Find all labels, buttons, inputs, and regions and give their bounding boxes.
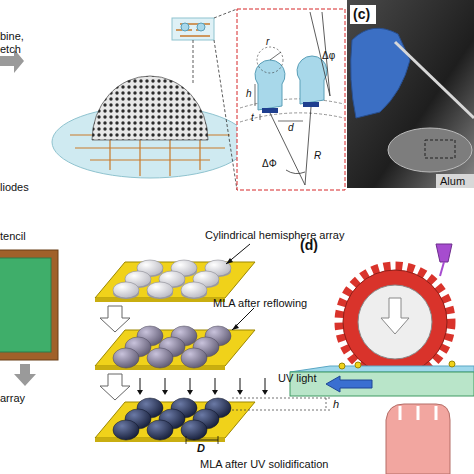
lens bbox=[147, 348, 173, 368]
figure-label: r bbox=[266, 36, 269, 47]
lift-arrows bbox=[400, 406, 436, 420]
motion-arrow bbox=[326, 376, 372, 392]
radius-circle bbox=[257, 47, 283, 73]
film-layer bbox=[290, 366, 474, 372]
lens bbox=[147, 420, 173, 440]
leader-line bbox=[226, 244, 254, 330]
sample-marker bbox=[425, 140, 455, 158]
figure-label: h bbox=[333, 398, 339, 410]
pressure-arrow bbox=[381, 298, 409, 334]
figure-label: MLA after UV solidification bbox=[200, 458, 328, 470]
figure-label: Cylindrical hemisphere array bbox=[205, 229, 344, 241]
dome-body bbox=[92, 76, 208, 140]
process-arrow bbox=[14, 364, 36, 386]
resin-drop bbox=[355, 362, 361, 368]
roller-gear bbox=[343, 270, 447, 374]
cylinder bbox=[181, 282, 207, 299]
figure-label: liodes bbox=[0, 181, 29, 193]
step-arrow bbox=[100, 306, 130, 332]
figure-label: bine, bbox=[0, 30, 24, 42]
roller-teeth bbox=[339, 266, 451, 378]
stencil-frame bbox=[0, 250, 58, 360]
gloved-hand bbox=[351, 28, 410, 118]
inset-bump bbox=[181, 23, 189, 31]
uv-heads bbox=[137, 390, 268, 395]
panel-tag: (d) bbox=[300, 238, 318, 253]
figure-label: d bbox=[288, 122, 294, 133]
dimension-line bbox=[255, 84, 303, 121]
figure-label: D bbox=[197, 442, 205, 454]
photo-tag-box bbox=[436, 174, 474, 188]
resin-drop bbox=[449, 361, 455, 367]
cylinder bbox=[113, 282, 139, 299]
figure-label: array bbox=[0, 392, 25, 404]
substrate-bed bbox=[290, 372, 474, 396]
radius-line bbox=[270, 107, 311, 185]
lens bbox=[181, 348, 207, 368]
figure-label: ΔΦ bbox=[262, 158, 277, 169]
dispenser-nozzle bbox=[436, 244, 452, 262]
figure-label: t bbox=[251, 112, 254, 123]
resin-drop bbox=[339, 363, 345, 369]
figure-label: etch bbox=[0, 43, 21, 55]
panel-tag-box bbox=[350, 5, 376, 24]
photodiode bbox=[303, 102, 319, 107]
photodiode-array bbox=[92, 76, 208, 140]
film-sheet bbox=[395, 42, 474, 118]
figure-label: Δφ bbox=[322, 50, 335, 61]
photodiode bbox=[262, 108, 278, 113]
lens bbox=[113, 348, 139, 368]
lift-stage bbox=[386, 404, 450, 474]
figure-label: R bbox=[314, 150, 321, 161]
figure-label: Alum bbox=[440, 175, 465, 187]
height-dimension bbox=[232, 398, 330, 410]
figure-label: tencil bbox=[0, 230, 26, 242]
figure-label: h bbox=[246, 88, 252, 99]
lens bbox=[181, 420, 207, 440]
leader-head bbox=[226, 258, 239, 330]
angle-arc bbox=[286, 170, 305, 174]
lens-sample bbox=[388, 128, 472, 172]
inset-bump bbox=[197, 23, 205, 31]
step-arrow bbox=[100, 374, 130, 400]
panel-tag: (c) bbox=[353, 7, 370, 22]
radius-line bbox=[270, 52, 281, 60]
roller-core bbox=[358, 285, 432, 359]
uv-rays bbox=[140, 378, 265, 392]
zoom-lines bbox=[193, 9, 237, 190]
inset-patch bbox=[172, 18, 214, 40]
inset-wires bbox=[176, 24, 210, 36]
zoom-frame bbox=[237, 9, 345, 190]
lens bbox=[113, 420, 139, 440]
figure-label: MLA after reflowing bbox=[213, 297, 307, 309]
figure-label: UV light bbox=[278, 372, 317, 384]
photo-background bbox=[347, 0, 474, 188]
dispense-line bbox=[440, 262, 444, 276]
stencil-mesh bbox=[0, 258, 51, 352]
curved-surface bbox=[240, 99, 344, 122]
cylinder bbox=[147, 282, 173, 299]
